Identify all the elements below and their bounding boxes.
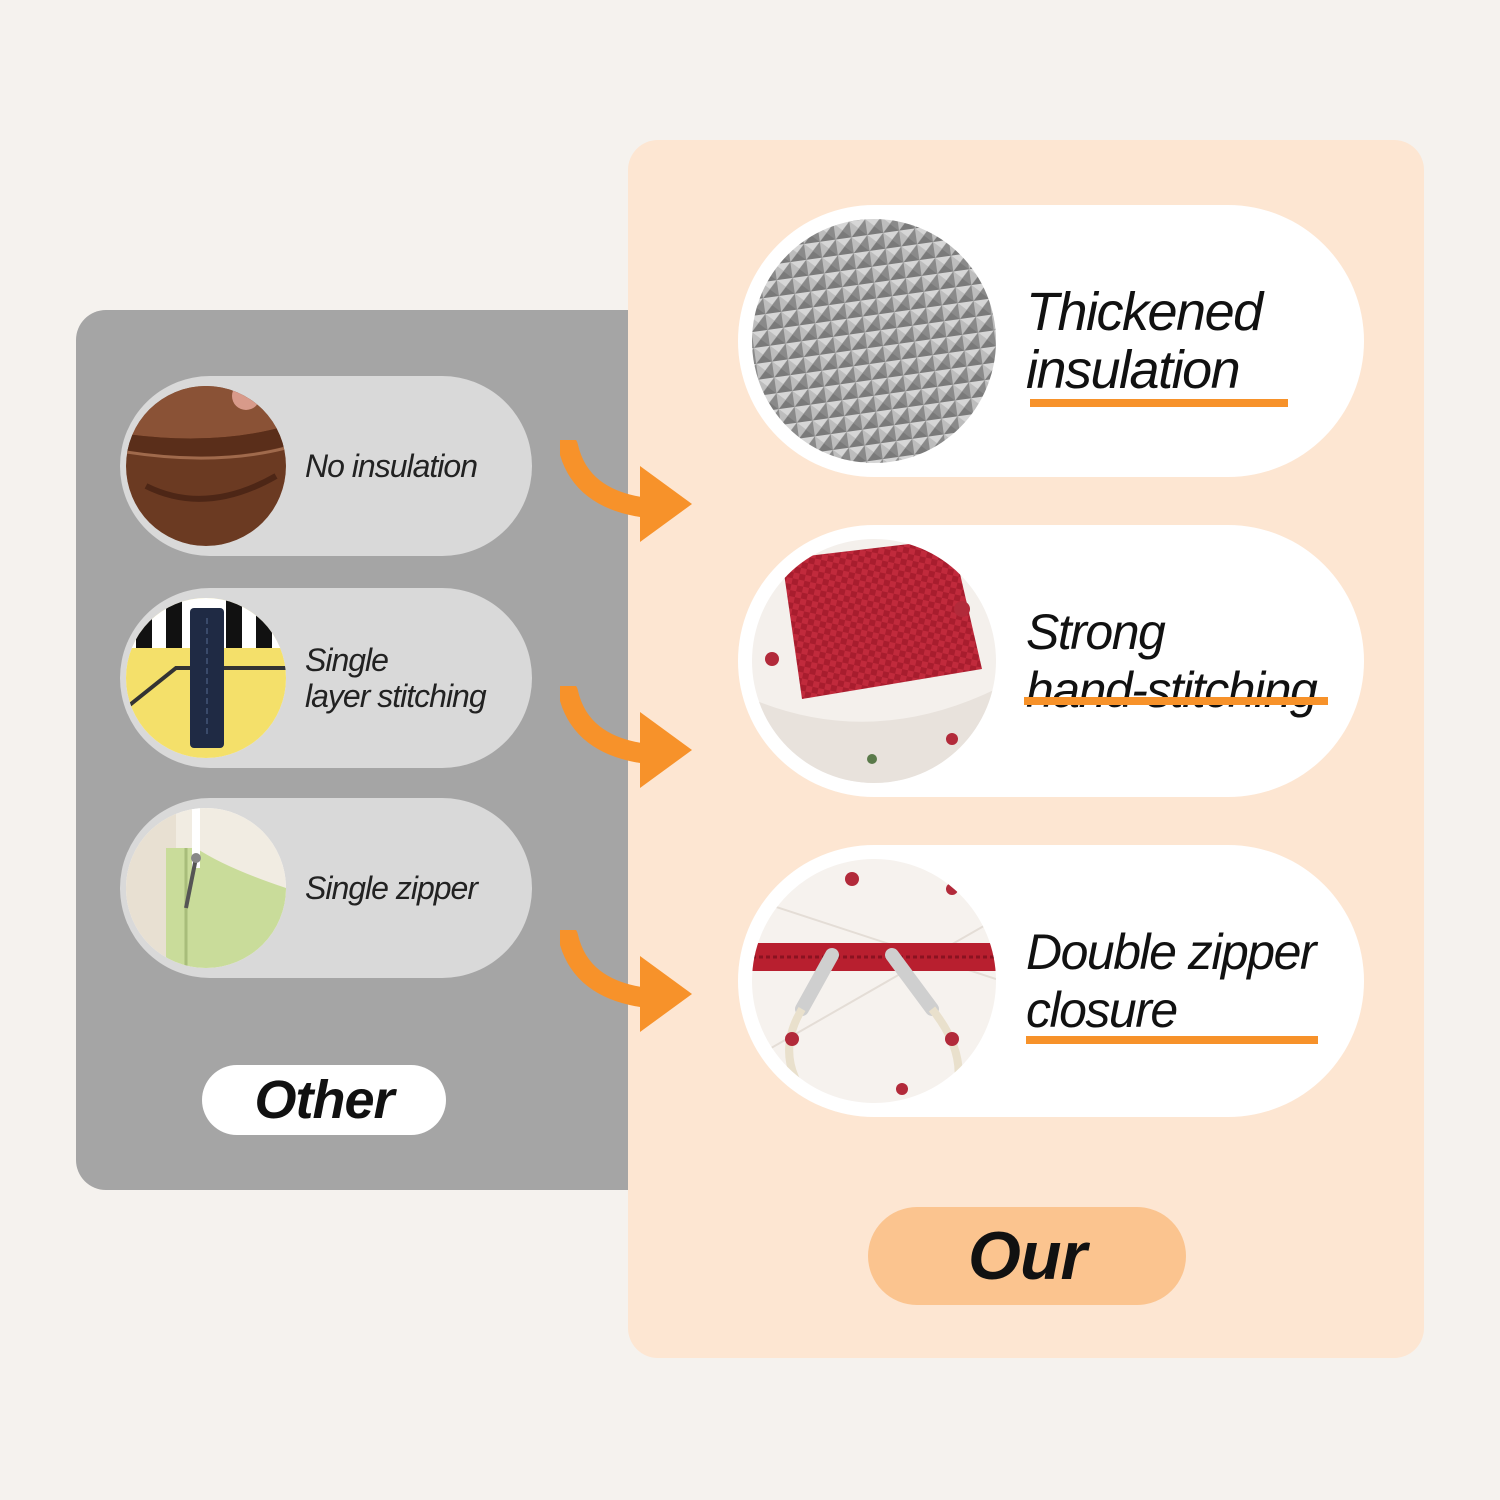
other-badge: Other (202, 1065, 446, 1135)
our-item-double-zipper-closure: Double zipper closure (738, 845, 1364, 1117)
label-line: Double zipper (1026, 924, 1317, 980)
green-bag-zipper-photo-icon (126, 808, 286, 968)
our-item-label: Double zipper closure (1026, 845, 1317, 1117)
label-line: Single zipper (305, 870, 478, 906)
other-item-label: No insulation (305, 376, 478, 556)
arrow-right-icon (560, 930, 692, 1032)
brown-lining-photo-icon (126, 386, 286, 546)
label-line: hand-stitching (1026, 662, 1318, 718)
accent-underline (1024, 697, 1328, 705)
our-item-label: Thickened insulation (1026, 205, 1263, 493)
yellow-bag-strap-photo-icon (126, 598, 286, 758)
label-line: Single (305, 642, 389, 678)
red-strap-stitching-photo-icon (752, 539, 996, 783)
label-line: closure (1026, 982, 1178, 1038)
other-item-label: Single zipper (305, 798, 478, 978)
label-line: insulation (1026, 340, 1241, 400)
our-badge: Our (868, 1207, 1186, 1305)
our-item-label: Strong hand-stitching (1026, 525, 1318, 797)
label-line: No insulation (305, 448, 478, 484)
double-zipper-photo-icon (752, 859, 996, 1103)
accent-underline (1026, 1036, 1318, 1044)
our-item-thickened-insulation: Thickened insulation (738, 205, 1364, 477)
label-line: Thickened (1026, 282, 1263, 342)
other-item-no-insulation: No insulation (120, 376, 532, 556)
other-item-label: Single layer stitching (305, 588, 487, 768)
arrow-right-icon (560, 440, 692, 542)
other-item-single-layer-stitching: Single layer stitching (120, 588, 532, 768)
foil-insulation-photo-icon (752, 219, 996, 463)
our-item-strong-hand-stitching: Strong hand-stitching (738, 525, 1364, 797)
label-line: Strong (1026, 604, 1166, 660)
arrow-right-icon (560, 686, 692, 788)
accent-underline (1030, 399, 1288, 407)
other-item-single-zipper: Single zipper (120, 798, 532, 978)
label-line: layer stitching (305, 678, 487, 714)
